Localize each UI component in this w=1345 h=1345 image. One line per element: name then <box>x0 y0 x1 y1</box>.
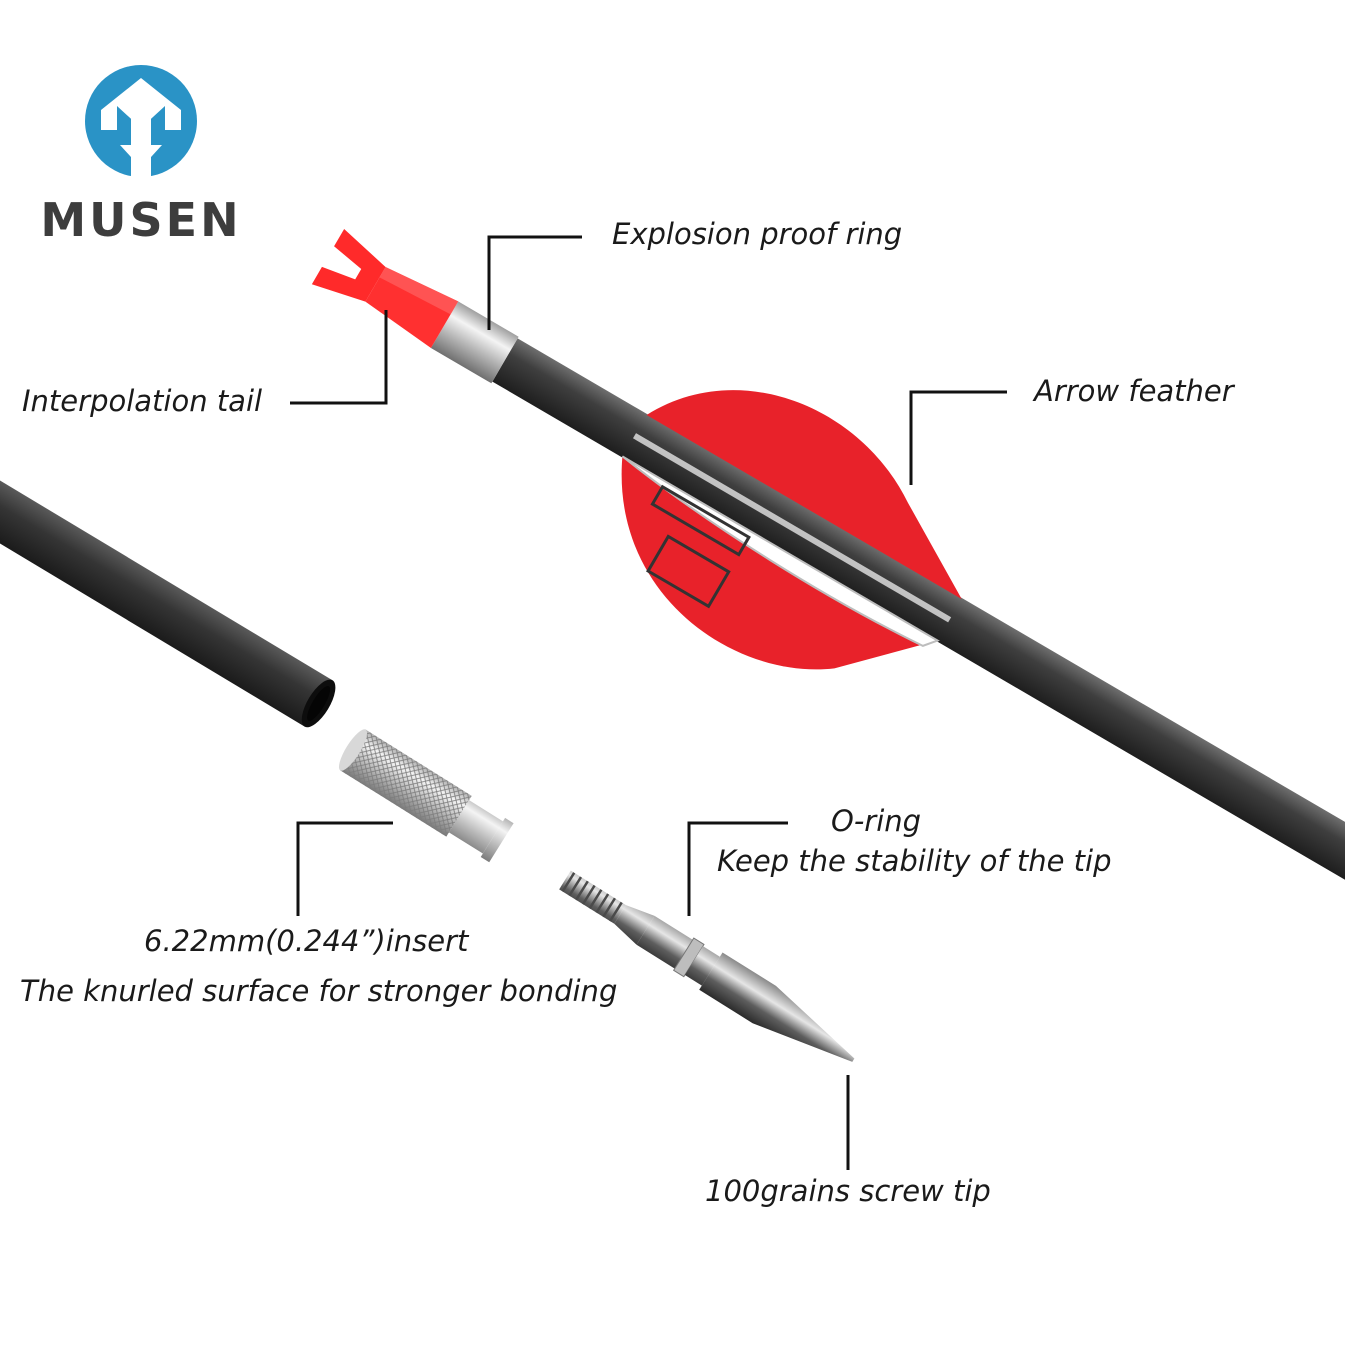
nock-icon <box>311 228 459 348</box>
screw-tip-icon <box>559 870 855 1062</box>
leader-arrow-feather <box>909 390 1007 485</box>
label-o-ring-title: O-ring <box>831 804 922 838</box>
leader-interpolation-tail <box>290 310 388 405</box>
label-interpolation-tail: Interpolation tail <box>22 384 263 418</box>
leader-insert <box>296 821 393 916</box>
brand-name: MUSEN <box>40 193 241 247</box>
arrow-shaft-lower <box>0 476 336 728</box>
label-o-ring-desc: Keep the stability of the tip <box>717 844 1112 878</box>
leader-o-ring <box>687 821 788 916</box>
leader-explosion-proof-ring <box>487 235 582 330</box>
insert-icon <box>338 729 514 863</box>
label-arrow-feather: Arrow feather <box>1034 374 1234 408</box>
leader-lines <box>290 235 1007 1170</box>
arrow-shaft-upper <box>311 228 1345 887</box>
label-explosion-proof-ring: Explosion proof ring <box>612 217 903 251</box>
label-screw-tip: 100grains screw tip <box>705 1174 991 1208</box>
musen-logo-icon <box>85 65 197 180</box>
label-insert-desc: The knurled surface for stronger bonding <box>20 974 618 1008</box>
vane-icon <box>621 390 962 670</box>
label-insert-title: 6.22mm(0.244”)insert <box>144 924 469 958</box>
